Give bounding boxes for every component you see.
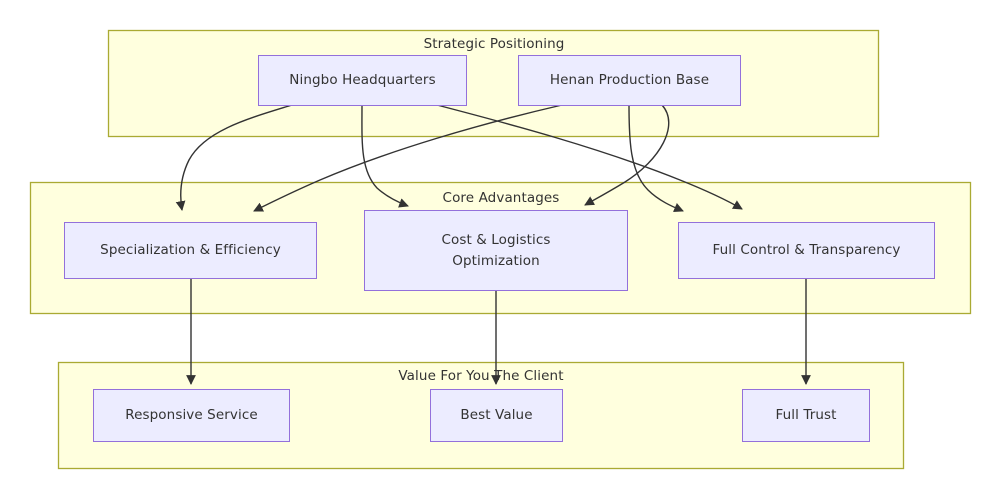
edge-henan-to-cost (584, 104, 670, 206)
node-cost-logistics-optimization[interactable]: Cost & Logistics Optimization (364, 210, 628, 291)
node-label-henan-production-base: Henan Production Base (549, 72, 710, 89)
node-responsive-service[interactable]: Responsive Service (93, 389, 290, 442)
node-label-responsive-service: Responsive Service (125, 407, 258, 424)
node-specialization-efficiency[interactable]: Specialization & Efficiency (64, 222, 317, 279)
edge-ningbo-to-specialization (175, 104, 293, 211)
edge-ningbo-to-full-control (436, 104, 743, 210)
node-full-trust[interactable]: Full Trust (742, 389, 870, 442)
edge-henan-to-specialization (253, 104, 563, 212)
node-ningbo-headquarters[interactable]: Ningbo Headquarters (258, 55, 467, 106)
cluster-strategic-positioning (107, 29, 880, 138)
node-label-full-trust: Full Trust (775, 407, 837, 424)
node-label-cost-logistics-line2: Optimization (452, 252, 540, 269)
node-full-control-transparency[interactable]: Full Control & Transparency (678, 222, 935, 279)
node-best-value[interactable]: Best Value (430, 389, 563, 442)
node-henan-production-base[interactable]: Henan Production Base (518, 55, 741, 106)
node-label-specialization-efficiency: Specialization & Efficiency (100, 242, 281, 259)
node-label-ningbo-headquarters: Ningbo Headquarters (289, 72, 436, 89)
node-label-cost-logistics-line1: Cost & Logistics (441, 231, 551, 248)
node-label-full-control-transparency: Full Control & Transparency (712, 242, 901, 259)
cluster-label-strategic-positioning: Strategic Positioning (423, 36, 565, 52)
node-label-best-value: Best Value (460, 407, 533, 424)
cluster-label-value-for-client: Value For You The Client (398, 368, 564, 384)
edge-ningbo-to-cost (361, 104, 409, 208)
cluster-label-core-advantages: Core Advantages (442, 190, 560, 206)
edge-henan-to-full-control (628, 104, 684, 213)
